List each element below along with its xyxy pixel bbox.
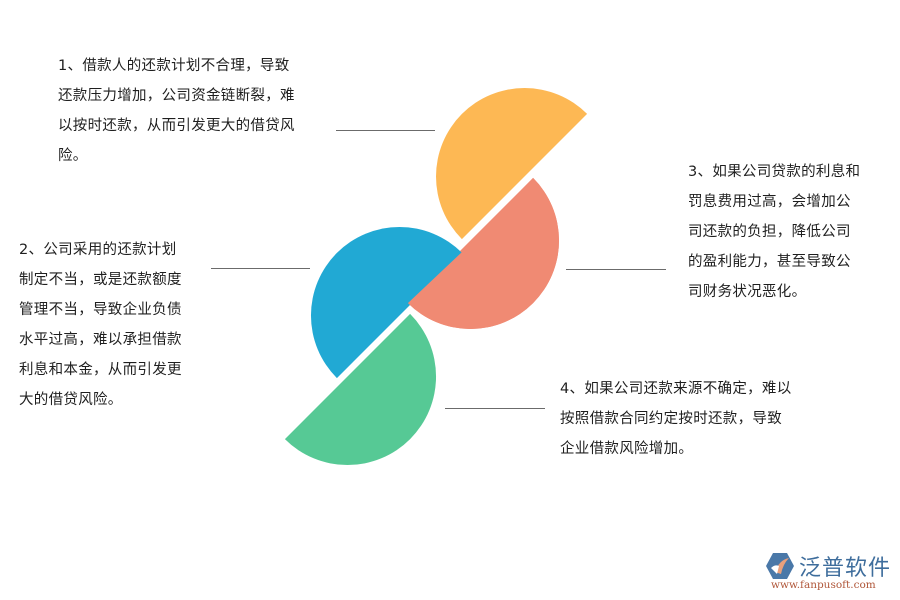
petal-blue [310, 226, 463, 379]
petal-orange [436, 88, 588, 240]
connector-line-3 [566, 269, 666, 270]
logo-name: 泛普软件 [799, 556, 892, 581]
item-3-line: 司财务状况恶化。 [688, 284, 807, 300]
item-3-line: 3、如果公司贷款的利息和 [688, 164, 861, 180]
item-2-line: 制定不当，或是还款额度 [19, 272, 182, 288]
connector-line-2 [211, 268, 310, 269]
petal-salmon-overlay [407, 177, 559, 329]
item-1-line: 险。 [58, 148, 88, 164]
item-2-line: 水平过高，难以承担借款 [19, 332, 182, 348]
item-2-text: 2、公司采用的还款计划 制定不当，或是还款额度 管理不当，导致企业负债 水平过高… [19, 235, 182, 415]
item-1-line: 以按时还款，从而引发更大的借贷风 [58, 118, 295, 134]
item-1-line: 1、借款人的还款计划不合理，导致 [58, 58, 290, 74]
item-2-line: 2、公司采用的还款计划 [19, 242, 177, 258]
item-3-line: 的盈利能力，甚至导致公 [688, 254, 851, 270]
item-1-text: 1、借款人的还款计划不合理，导致 还款压力增加，公司资金链断裂，难 以按时还款，… [58, 51, 295, 171]
item-2-line: 利息和本金，从而引发更 [19, 362, 182, 378]
fanpu-logo: 泛普软件 www.fanpusoft.com [765, 550, 895, 595]
item-3-text: 3、如果公司贷款的利息和 罚息费用过高，会增加公 司还款的负担，降低公司 的盈利… [688, 157, 860, 307]
item-4-text: 4、如果公司还款来源不确定，难以 按照借款合同约定按时还款，导致 企业借款风险增… [560, 374, 792, 464]
item-4-line: 4、如果公司还款来源不确定，难以 [560, 381, 792, 397]
item-2-line: 大的借贷风险。 [19, 392, 123, 408]
petal-green [284, 313, 437, 466]
item-1-line: 还款压力增加，公司资金链断裂，难 [58, 88, 295, 104]
item-2-line: 管理不当，导致企业负债 [19, 302, 182, 318]
item-3-line: 司还款的负担，降低公司 [688, 224, 851, 240]
item-3-line: 罚息费用过高，会增加公 [688, 194, 851, 210]
fanpu-logo-icon [766, 553, 794, 579]
connector-line-4 [445, 408, 545, 409]
item-4-line: 企业借款风险增加。 [560, 441, 694, 457]
item-4-line: 按照借款合同约定按时还款，导致 [560, 411, 782, 427]
connector-line-1 [336, 130, 435, 131]
logo-url: www.fanpusoft.com [771, 579, 876, 591]
